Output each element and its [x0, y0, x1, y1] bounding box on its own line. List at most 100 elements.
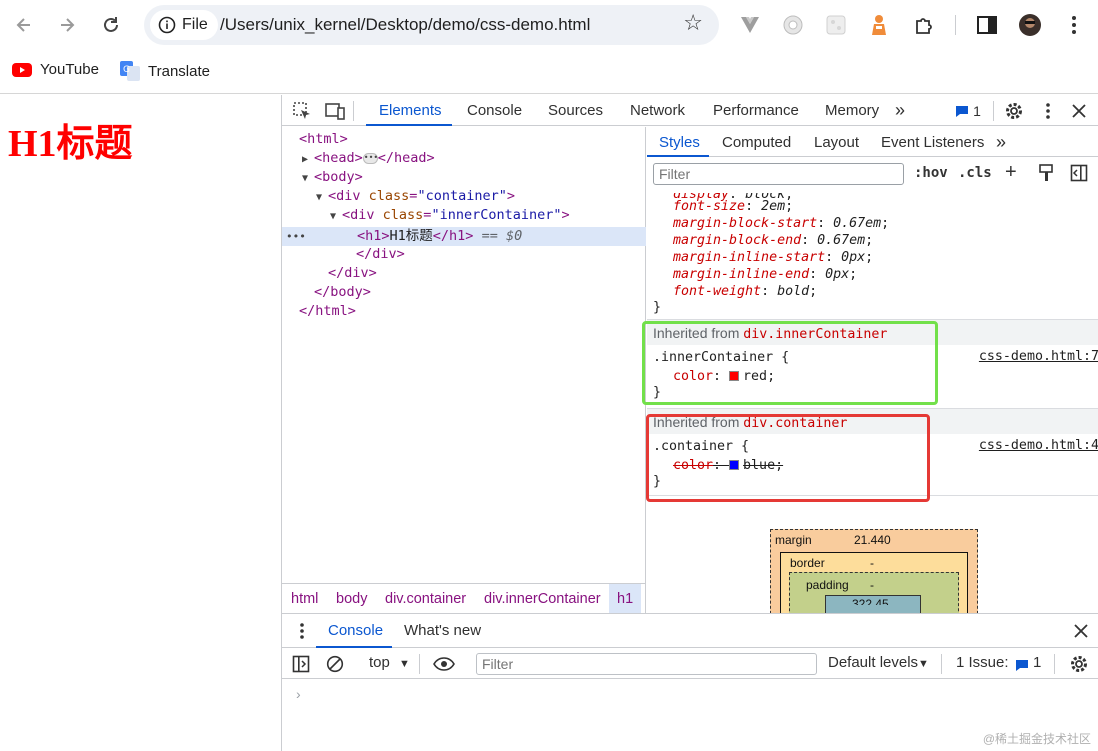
css-rule-margin-block-end[interactable]: margin-block-end: 0.67em; [673, 232, 873, 249]
toolbar-divider [955, 15, 956, 35]
hov-toggle[interactable]: :hov [914, 165, 948, 181]
breadcrumb-h1[interactable]: h1 [609, 584, 641, 614]
extension-circle-icon[interactable] [781, 13, 805, 37]
css-prop-color-red[interactable]: color: red; [673, 368, 775, 385]
expand-triangle-icon[interactable]: ▶ [302, 150, 314, 169]
url-text[interactable]: /Users/unix_kernel/Desktop/demo/css-demo… [220, 15, 590, 35]
tab-memory[interactable]: Memory [825, 95, 879, 126]
tab-layout[interactable]: Layout [814, 127, 859, 157]
side-panel-icon[interactable] [975, 13, 999, 37]
tab-network[interactable]: Network [630, 95, 685, 126]
tabbar-divider [353, 101, 354, 121]
styles-filter-input[interactable] [653, 163, 904, 185]
extension-vue-icon[interactable] [738, 13, 762, 37]
source-link-innercontainer[interactable]: css-demo.html:7 [979, 349, 1098, 364]
rule-selector-innercontainer[interactable]: .innerContainer { [653, 349, 789, 366]
profile-avatar[interactable] [1018, 13, 1042, 37]
tab-sources[interactable]: Sources [548, 95, 603, 126]
css-close-brace: } [653, 299, 661, 316]
drawer-menu-kebab-icon[interactable] [290, 619, 314, 643]
console-sidebar-icon[interactable] [289, 652, 313, 676]
console-settings-gear-icon[interactable] [1067, 652, 1091, 676]
row-actions-dots[interactable]: ••• [286, 227, 306, 246]
context-dropdown-chevron-icon[interactable]: ▼ [399, 658, 410, 670]
levels-chevron-icon[interactable]: ▼ [918, 658, 929, 670]
tab-elements[interactable]: Elements [379, 95, 442, 126]
bookmark-star-icon[interactable]: ☆ [683, 12, 703, 34]
context-selector[interactable]: top [369, 654, 390, 671]
breadcrumb-div-innercontainer[interactable]: div.innerContainer [484, 584, 601, 614]
dom-body-open[interactable]: ▼<body> [302, 168, 363, 187]
new-style-rule-plus-icon[interactable]: + [1005, 161, 1017, 184]
issues-count-label[interactable]: 1 Issue: [956, 654, 1009, 671]
dom-div-close-inner[interactable]: </div> [356, 245, 405, 264]
css-rule-font-weight[interactable]: font-weight: bold; [673, 283, 817, 300]
drawer-tab-whats-new[interactable]: What's new [404, 614, 481, 648]
issues-badge[interactable]: 1 [950, 99, 986, 123]
dom-h1[interactable]: <h1>H1标题</h1> == $0 [357, 227, 522, 246]
more-subtabs-chevron-icon[interactable]: » [996, 127, 1006, 157]
clear-console-icon[interactable] [323, 652, 347, 676]
breadcrumb-div-container[interactable]: div.container [385, 584, 466, 614]
css-prop-color-blue-overridden[interactable]: color: blue; [673, 457, 783, 474]
collapse-triangle-icon[interactable]: ▼ [316, 188, 328, 207]
css-rule-margin-inline-end[interactable]: margin-inline-end: 0px; [673, 266, 857, 283]
collapse-triangle-icon[interactable]: ▼ [330, 207, 342, 226]
forward-button[interactable] [53, 11, 81, 39]
tab-console[interactable]: Console [467, 95, 522, 126]
margin-value[interactable]: 21.440 [854, 533, 891, 547]
devtools-menu-kebab-icon[interactable] [1036, 99, 1060, 123]
dom-div-container[interactable]: ▼<div class="container"> [316, 187, 515, 206]
color-swatch-red[interactable] [729, 371, 739, 381]
color-swatch-blue[interactable] [729, 460, 739, 470]
drawer-tab-console[interactable]: Console [328, 614, 383, 648]
collapse-triangle-icon[interactable]: ▼ [302, 169, 314, 188]
device-toolbar-icon[interactable] [323, 99, 347, 123]
dom-div-close-container[interactable]: </div> [328, 264, 377, 283]
dom-body-close[interactable]: </body> [314, 283, 371, 302]
extension-grid-icon[interactable] [824, 13, 848, 37]
issues-count[interactable]: 1 [1033, 654, 1041, 671]
console-filter-input[interactable] [476, 653, 817, 675]
extensions-puzzle-icon[interactable] [912, 13, 936, 37]
tab-styles[interactable]: Styles [659, 127, 700, 157]
paint-brush-icon[interactable] [1034, 161, 1058, 185]
collapsed-ellipsis-icon[interactable]: ••• [363, 153, 378, 164]
rule-selector-container[interactable]: .container { [653, 438, 749, 455]
more-tabs-chevron-icon[interactable]: » [895, 95, 905, 126]
css-rule-font-size[interactable]: font-size: 2em; [673, 198, 793, 215]
dom-head[interactable]: ▶<head>•••</head> [302, 149, 435, 168]
source-link-container[interactable]: css-demo.html:4 [979, 438, 1098, 453]
console-prompt-chevron-icon[interactable]: › [296, 686, 301, 702]
border-value[interactable]: - [870, 556, 874, 570]
settings-gear-icon[interactable] [1002, 99, 1026, 123]
tab-computed[interactable]: Computed [722, 127, 791, 157]
log-levels-dropdown[interactable]: Default levels [828, 654, 918, 671]
tab-performance[interactable]: Performance [713, 95, 799, 126]
close-devtools-icon[interactable] [1067, 99, 1091, 123]
dom-html-close[interactable]: </html> [299, 302, 356, 321]
back-button[interactable] [10, 11, 38, 39]
dom-html-open[interactable]: <html> [299, 130, 348, 149]
close-drawer-icon[interactable] [1069, 619, 1093, 643]
address-bar[interactable]: File /Users/unix_kernel/Desktop/demo/css… [144, 5, 719, 45]
toggle-sidebar-icon[interactable] [1067, 161, 1091, 185]
console-toolbar: top ▼ Default levels ▼ 1 Issue: 1 [282, 649, 1098, 679]
extension-orange-icon[interactable] [867, 13, 891, 37]
live-expression-eye-icon[interactable] [432, 652, 456, 676]
site-info-chip[interactable]: File [150, 10, 218, 40]
css-rule-margin-inline-start[interactable]: margin-inline-start: 0px; [673, 249, 873, 266]
bookmark-translate[interactable]: G Translate [120, 61, 210, 81]
inherited-label: Inherited from div.innerContainer [653, 325, 887, 342]
menu-kebab-icon[interactable] [1062, 13, 1086, 37]
css-rule-margin-block-start[interactable]: margin-block-start: 0.67em; [673, 215, 889, 232]
inspect-element-icon[interactable] [290, 99, 314, 123]
padding-value[interactable]: - [870, 578, 874, 592]
breadcrumb-body[interactable]: body [336, 584, 367, 614]
dom-div-innercontainer[interactable]: ▼<div class="innerContainer"> [330, 206, 570, 225]
tab-event-listeners[interactable]: Event Listeners [881, 127, 984, 157]
breadcrumb-html[interactable]: html [291, 584, 318, 614]
reload-button[interactable] [97, 11, 125, 39]
bookmark-youtube[interactable]: YouTube [12, 61, 99, 78]
cls-toggle[interactable]: .cls [958, 165, 992, 181]
